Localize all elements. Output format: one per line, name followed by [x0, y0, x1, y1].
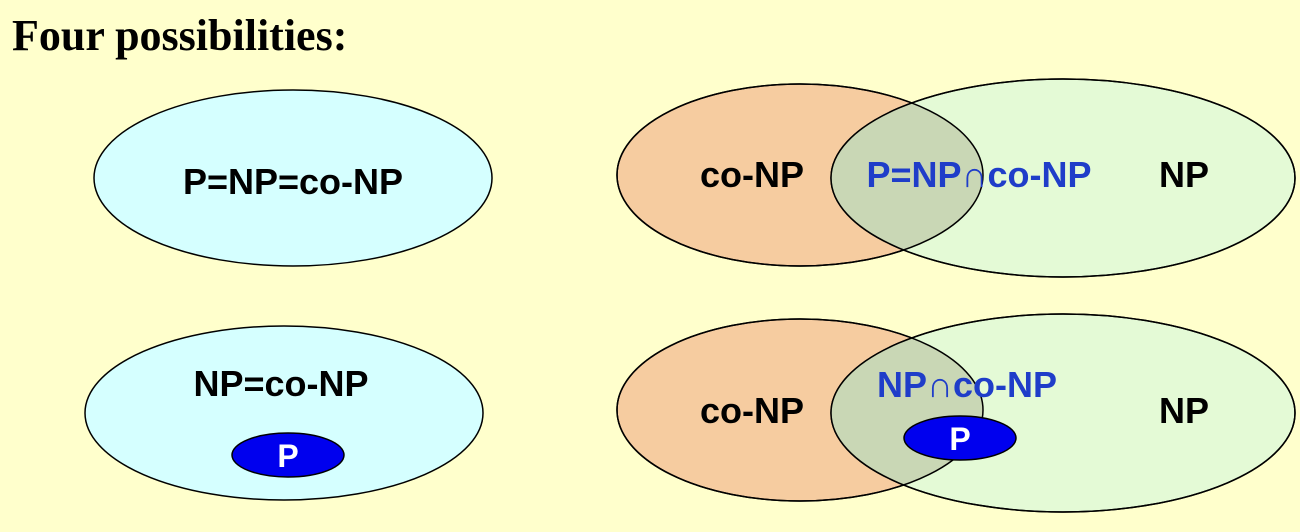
p-np-conp-ellipse [93, 89, 493, 267]
diagram-p-equals-np-equals-conp: P=NP=co-NP [93, 89, 493, 267]
np-outline [830, 78, 1296, 278]
np-outline [830, 313, 1296, 513]
p-label: P [277, 438, 298, 474]
np-label: NP [1159, 390, 1209, 431]
diagram-intersection-with-p: co-NP NP∩co-NP P NP [616, 313, 1296, 513]
intersection-label: NP∩co-NP [877, 364, 1057, 405]
diagram-np-equals-conp: NP=co-NP P [84, 325, 484, 501]
p-label: P [949, 421, 970, 457]
conp-label: co-NP [700, 390, 804, 431]
slide-title: Four possibilities: [12, 11, 348, 60]
intersection-region [831, 84, 983, 266]
np-label: NP [1159, 154, 1209, 195]
intersection-region [831, 319, 983, 501]
p-ellipse [231, 432, 345, 478]
conp-label: co-NP [700, 154, 804, 195]
p-np-conp-label: P=NP=co-NP [183, 161, 403, 202]
np-conp-ellipse [84, 325, 484, 501]
conp-outline [616, 83, 984, 267]
np-conp-label: NP=co-NP [193, 363, 368, 404]
conp-outline [616, 318, 984, 502]
diagram-p-equals-intersection: co-NP P=NP∩co-NP NP [616, 78, 1296, 278]
intersection-label: P=NP∩co-NP [866, 154, 1091, 195]
p-ellipse [903, 415, 1017, 461]
